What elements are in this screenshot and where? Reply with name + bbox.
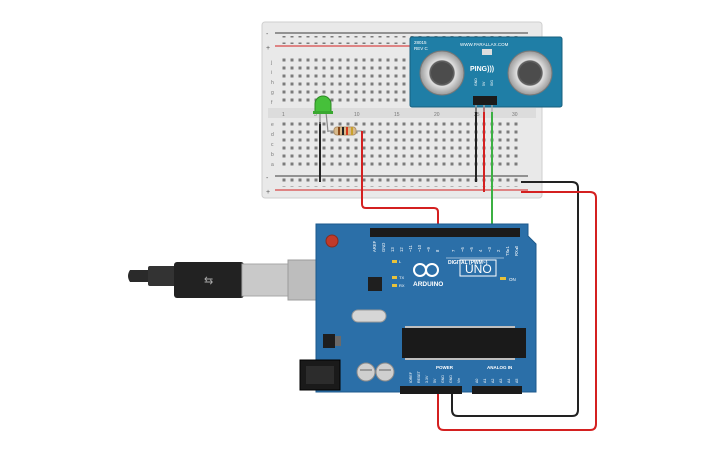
resistor xyxy=(328,126,362,136)
pin-label-5v: 5V xyxy=(433,378,437,383)
sensor-pin-gnd-label: GND xyxy=(474,78,478,86)
on-label: ON xyxy=(509,277,516,282)
capacitor-1 xyxy=(356,362,376,382)
pin-label-a4: A4 xyxy=(507,379,511,383)
rail-minus-label-bottom: - xyxy=(266,175,269,182)
uno-badge xyxy=(459,259,497,277)
row-label-e: e xyxy=(271,122,274,128)
power-label: POWER xyxy=(436,365,454,370)
usb-cable: ⇆ xyxy=(128,259,345,301)
pin-label-5: ~5 xyxy=(469,247,474,252)
pin-label-4: 4 xyxy=(478,249,483,252)
pin-label-gnd-a: GND xyxy=(441,375,445,383)
pin-label-12: 12 xyxy=(399,247,404,252)
led-l-label: L xyxy=(399,259,402,264)
pin-label-a1: A1 xyxy=(483,379,487,383)
pin-label-7: 7 xyxy=(451,249,456,252)
pin-label-13: 13 xyxy=(390,247,395,252)
sensor-pin-sig-label: SIG xyxy=(490,80,494,86)
wire-led-to-pin9 xyxy=(361,131,439,236)
analog-header xyxy=(472,386,522,394)
pin-label-2: 2 xyxy=(496,249,501,252)
arduino-logo: ARDUINO xyxy=(413,263,443,288)
pin-label-8: 8 xyxy=(435,249,440,252)
digital-label: DIGITAL (PWM~) xyxy=(448,260,488,266)
pin-label-0: RX◂0 xyxy=(514,245,519,256)
pin-label-gnd-b: GND xyxy=(449,375,453,383)
pin-label-a0: A0 xyxy=(475,379,479,383)
on-led-icon xyxy=(500,277,506,280)
digital-header xyxy=(370,228,520,237)
pin-label-9: ~9 xyxy=(426,247,431,252)
pin-label-3: ~3 xyxy=(487,247,492,252)
row-label-a: a xyxy=(271,162,274,168)
sensor-url: WWW.PARALLAX.COM xyxy=(460,42,509,47)
sensor-header xyxy=(473,96,497,105)
row-label-h: h xyxy=(271,80,274,86)
pin-label-3v3: 3.3V xyxy=(425,375,429,383)
row-label-f: f xyxy=(271,100,273,106)
voltage-regulator xyxy=(323,334,335,348)
pin-label-aref: AREF xyxy=(372,240,377,252)
logo-brand: ARDUINO xyxy=(413,281,443,288)
row-label-i: i xyxy=(271,70,272,76)
pin-label-6: ~6 xyxy=(460,247,465,252)
col-label-30: 30 xyxy=(512,112,518,118)
row-label-g: g xyxy=(271,90,274,96)
sensor-name: PING))) xyxy=(470,66,494,73)
pin-label-a3: A3 xyxy=(499,379,503,383)
pin-label-1: TX▸1 xyxy=(505,246,510,256)
pin-label-a2: A2 xyxy=(491,379,495,383)
sensor-pin-5v-label: 5V xyxy=(482,81,486,86)
sensor-revision: REV C xyxy=(414,46,429,51)
col-label-20: 20 xyxy=(434,112,440,118)
wires xyxy=(361,112,597,431)
pin-label-vin: Vin xyxy=(457,378,461,383)
reset-button[interactable] xyxy=(325,234,339,248)
col-label-15: 15 xyxy=(394,112,400,118)
analog-label: ANALOG IN xyxy=(487,365,512,370)
col-label-5: 5 xyxy=(314,112,317,118)
logo-model: UNO xyxy=(465,262,492,276)
led-rx-label: RX xyxy=(399,283,405,288)
col-label-1: 1 xyxy=(282,112,285,118)
pin-label-a5: A5 xyxy=(515,379,519,383)
green-led xyxy=(313,95,333,133)
capacitor-2 xyxy=(375,362,395,382)
led-tx-icon xyxy=(392,276,397,279)
rail-minus-label: - xyxy=(266,31,269,38)
arduino-uno: AREF GND 13 12 ~11 ~10 ~9 8 7 ~6 ~5 4 ~3… xyxy=(299,223,537,394)
col-label-10: 10 xyxy=(354,112,360,118)
rail-plus-label-bottom: + xyxy=(266,189,270,196)
led-tx-label: TX xyxy=(399,275,404,280)
row-label-c: c xyxy=(271,142,274,148)
led-l-icon xyxy=(392,260,397,263)
pin-label-10: ~10 xyxy=(417,244,422,252)
usb-icon: ⇆ xyxy=(204,275,213,287)
ping-sensor: 28015 REV C WWW.PARALLAX.COM PING))) GND… xyxy=(409,36,563,112)
sensor-crystal-icon xyxy=(482,49,492,55)
pin-label-gnd: GND xyxy=(381,243,386,252)
led-rx-icon xyxy=(392,284,397,287)
row-label-d: d xyxy=(271,132,274,138)
power-header xyxy=(400,386,462,394)
row-label-b: b xyxy=(271,152,274,158)
rail-plus-label: + xyxy=(266,45,270,52)
wire-gnd-rail xyxy=(451,181,579,417)
sensor-part-number: 28015 xyxy=(414,40,427,45)
pin-label-ioref: IOREF xyxy=(409,371,413,383)
atmega-chip xyxy=(402,328,526,358)
usb-chip xyxy=(368,277,382,291)
wire-5v-rail xyxy=(437,191,597,431)
crystal xyxy=(351,309,387,323)
row-label-j: j xyxy=(270,60,272,66)
pin-label-reset: RESET xyxy=(417,370,421,383)
pin-label-11: ~11 xyxy=(408,245,413,252)
